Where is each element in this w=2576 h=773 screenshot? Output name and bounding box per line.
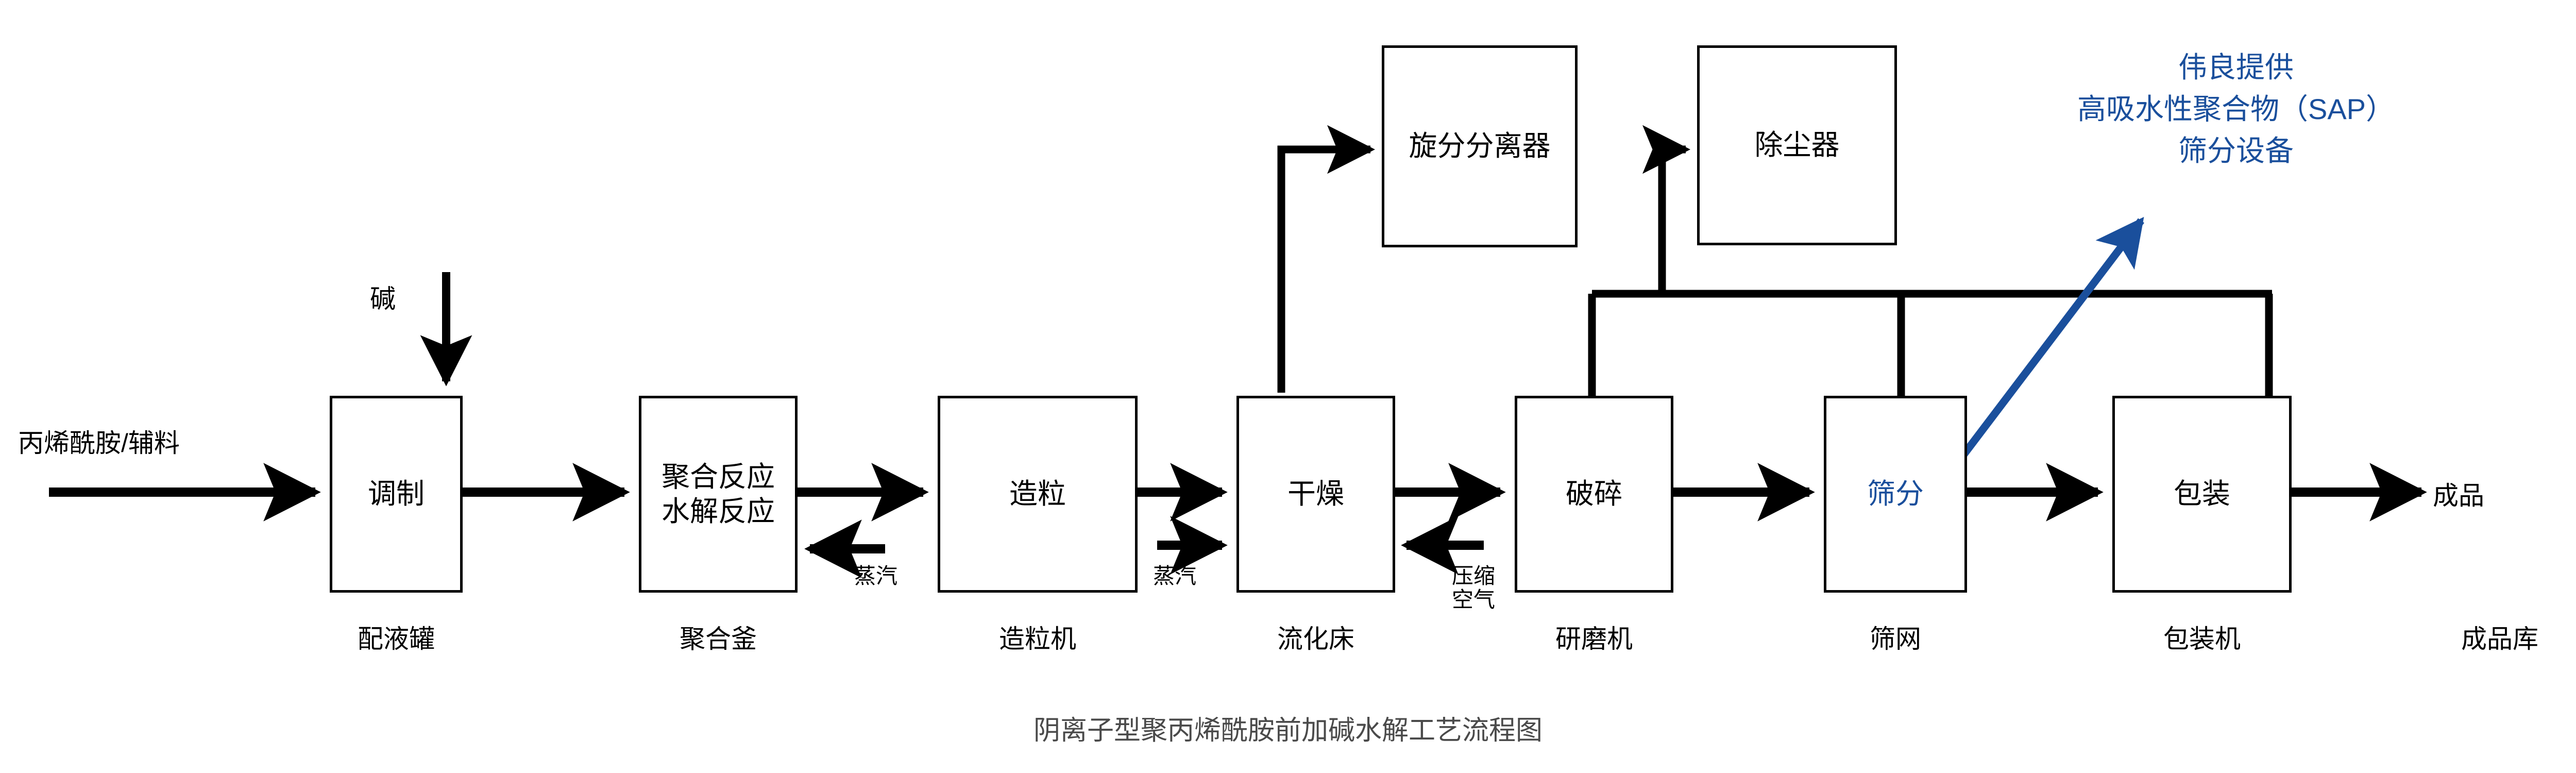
- node-tiaozhi-label: 调制: [367, 478, 425, 510]
- node-granulation[interactable]: 造粒: [938, 396, 1138, 593]
- node-polymerization-label: 聚合反应 水解反应: [661, 460, 775, 527]
- node-drying[interactable]: 干燥: [1236, 396, 1395, 593]
- node-screening[interactable]: 筛分: [1824, 396, 1967, 593]
- caption-packaging: 包装机: [2163, 625, 2241, 653]
- annotation-arrow: [1951, 216, 2144, 470]
- caption-crushing: 研磨机: [1555, 625, 1633, 653]
- label-steam-dryer: 蒸汽: [1153, 564, 1197, 588]
- node-screening-label: 筛分: [1867, 478, 1924, 510]
- node-cyclone-separator-label: 旋分分离器: [1409, 130, 1551, 162]
- node-packaging[interactable]: 包装: [2112, 396, 2292, 593]
- node-dust-collector-label: 除尘器: [1754, 129, 1840, 161]
- caption-drying: 流化床: [1277, 625, 1354, 653]
- caption-product-store: 成品库: [2461, 625, 2538, 653]
- annotation-sap-screening: 伟良提供 高吸水性聚合物（SAP） 筛分设备: [2077, 51, 2395, 167]
- label-product-output: 成品: [2433, 481, 2484, 510]
- caption-granulation: 造粒机: [999, 625, 1076, 653]
- caption-tiaozhi: 配液罐: [358, 625, 435, 653]
- node-packaging-label: 包装: [2173, 478, 2230, 510]
- node-granulation-label: 造粒: [1009, 478, 1066, 510]
- node-cyclone-separator[interactable]: 旋分分离器: [1382, 45, 1578, 247]
- connector-bus-to-dustcollector: [1642, 125, 1691, 294]
- connector-bus-drop-posui: [1588, 290, 1664, 396]
- caption-polymerization: 聚合釜: [680, 625, 757, 653]
- node-dust-collector[interactable]: 除尘器: [1697, 45, 1897, 245]
- label-feed-input: 丙烯酰胺/辅料: [18, 429, 180, 458]
- diagram-title: 阴离子型聚丙烯酰胺前加碱水解工艺流程图: [1033, 716, 1543, 746]
- label-steam-polymerization: 蒸汽: [854, 564, 898, 588]
- node-crushing[interactable]: 破碎: [1515, 396, 1673, 593]
- caption-screening: 筛网: [1870, 625, 1921, 653]
- node-drying-label: 干燥: [1287, 478, 1344, 510]
- connector-ganzao-to-cyclone: [1277, 125, 1376, 393]
- label-alkali-input: 碱: [370, 284, 396, 313]
- node-tiaozhi[interactable]: 调制: [330, 396, 463, 593]
- node-polymerization[interactable]: 聚合反应 水解反应: [639, 396, 798, 593]
- label-compressed-air: 压缩 空气: [1451, 564, 1496, 612]
- node-crushing-label: 破碎: [1565, 478, 1622, 510]
